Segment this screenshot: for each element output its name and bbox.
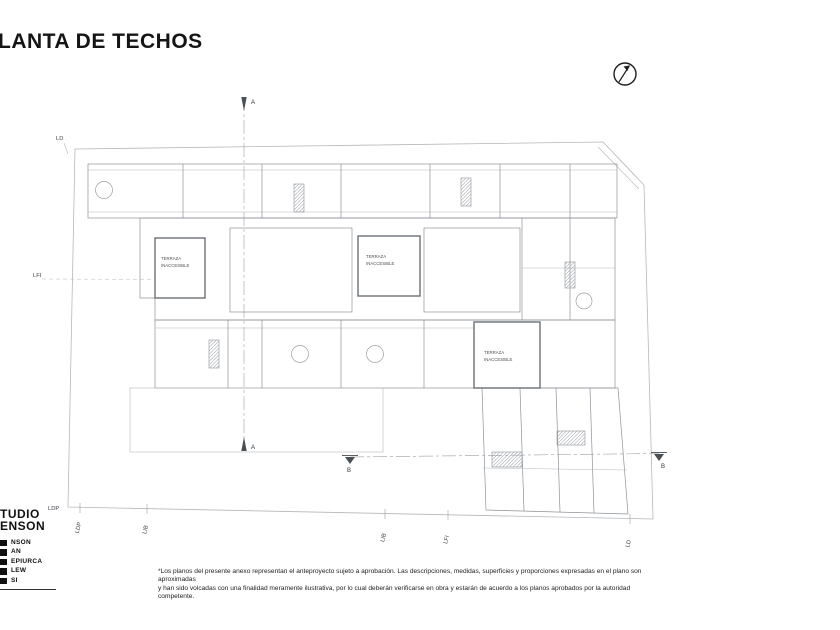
stair-hatch	[491, 451, 523, 468]
terraza-label-line2: INACCESIBLE	[484, 357, 513, 362]
credit-row: NSON	[0, 539, 80, 548]
credit-row: EPIURCA	[0, 558, 80, 567]
label-ld-top: LD	[56, 136, 63, 142]
terraza-outline	[473, 321, 541, 389]
building-upper-band	[87, 163, 618, 219]
terraza-box-2: TERRAZA INACCESIBLE	[357, 235, 421, 297]
lfi-reference-line	[41, 278, 158, 280]
compass-circle	[613, 62, 637, 86]
credit-row: SI	[0, 577, 80, 586]
credit-row: AN	[0, 548, 80, 557]
dimension-ticks	[41, 278, 631, 524]
credit-name: LEW	[11, 567, 27, 574]
label-ldp-left: LDP	[48, 506, 59, 512]
credit-marker	[0, 577, 7, 584]
section-a-marker-top	[241, 97, 247, 111]
section-b-marker-left	[345, 457, 355, 464]
label-bottom-lib1: LIB	[142, 525, 150, 535]
label-bottom-lfi: LFI	[443, 535, 451, 545]
terraza-label-line2: INACCESIBLE	[366, 261, 395, 266]
lower-terrace-outline	[129, 387, 384, 453]
building-middle-band	[139, 217, 616, 321]
terraza-outline	[357, 235, 421, 297]
terraza-label-line1: TERRAZA	[161, 256, 181, 261]
page-title: LANTA DE TECHOS	[0, 30, 203, 53]
vent-shaft-hatch	[460, 177, 472, 207]
section-b-left-label: B	[347, 468, 351, 474]
credit-marker	[0, 539, 7, 546]
building-lower-band	[154, 319, 616, 389]
boundary-outline	[67, 141, 654, 520]
wing-outline	[481, 387, 629, 515]
credit-row: LEW	[0, 567, 80, 576]
lower-band-partitions	[227, 320, 425, 388]
label-lfi-left: LFI	[33, 273, 42, 279]
building-right-wing	[481, 387, 629, 515]
studio-logo-block: TUDIO ENSON NSON AN EPIURCA LEW SI	[0, 508, 80, 590]
credit-marker	[0, 549, 7, 556]
upper-band-partitions	[182, 164, 571, 218]
roof-drain-circle	[575, 292, 593, 310]
lower-band-outline	[154, 319, 616, 389]
terraza-label-line1: TERRAZA	[366, 254, 386, 259]
roof-drain-circle	[95, 181, 113, 199]
disclaimer-line-1: *Los planos del presente anexo represent…	[158, 568, 642, 584]
section-a-top-label: A	[251, 100, 255, 106]
stair-hatch	[556, 430, 586, 446]
property-boundary	[63, 141, 654, 520]
section-b-marker-right	[654, 454, 664, 461]
label-bottom-ldp: LDP	[75, 521, 84, 534]
disclaimer-note: *Los planos del presente anexo represent…	[158, 568, 668, 602]
section-a-bottom-label: A	[251, 445, 255, 451]
section-a-marker-bottom	[241, 437, 247, 451]
section-line-a: A A	[241, 97, 255, 451]
compass-needle-head	[623, 65, 630, 71]
label-bottom-ld: LD	[625, 539, 633, 548]
vent-shaft-hatch	[208, 339, 220, 369]
terraza-box-1: TERRAZA INACCESIBLE	[154, 237, 206, 299]
terraza-label-line1: TERRAZA	[484, 350, 504, 355]
credit-name: NSON	[11, 538, 31, 546]
credit-marker	[0, 558, 7, 565]
boundary-chamfer-line	[597, 146, 640, 190]
central-roof-volume	[229, 227, 353, 313]
credit-name: AN	[11, 548, 21, 555]
upper-band-outline	[87, 163, 618, 219]
disclaimer-line-2: y han sido volcadas con una finalidad me…	[158, 584, 631, 601]
studio-logo-line1: TUDIO	[0, 507, 40, 521]
vent-shaft-hatch	[564, 261, 576, 289]
studio-logo-line2: ENSON	[0, 519, 46, 533]
terraza-label-line2: INACCESIBLE	[161, 263, 190, 268]
section-b-axis	[349, 453, 660, 458]
boundary-tick-topleft	[63, 142, 69, 155]
terraza-boxes: TERRAZA INACCESIBLE TERRAZA INACCESIBLE …	[154, 235, 541, 389]
north-arrow-icon	[613, 62, 637, 86]
credit-marker	[0, 568, 7, 575]
credit-name: EPIURCA	[11, 557, 43, 565]
roof-drain-circle	[291, 345, 309, 363]
roof-drain-circle	[366, 345, 384, 363]
titleblock-divider	[0, 588, 56, 590]
vent-shaft-hatch	[293, 183, 305, 213]
terraza-box-3: TERRAZA INACCESIBLE	[473, 321, 541, 389]
section-line-b: B B	[342, 452, 667, 474]
right-roof-volume	[423, 227, 521, 313]
label-bottom-lib2: LIB	[380, 533, 388, 543]
terraza-outline	[154, 237, 206, 299]
section-b-right-label: B	[661, 464, 665, 470]
dimension-labels: LD LFI LDP LDP LIB LIB LFI LD	[33, 136, 633, 548]
credit-name: SI	[11, 576, 18, 584]
